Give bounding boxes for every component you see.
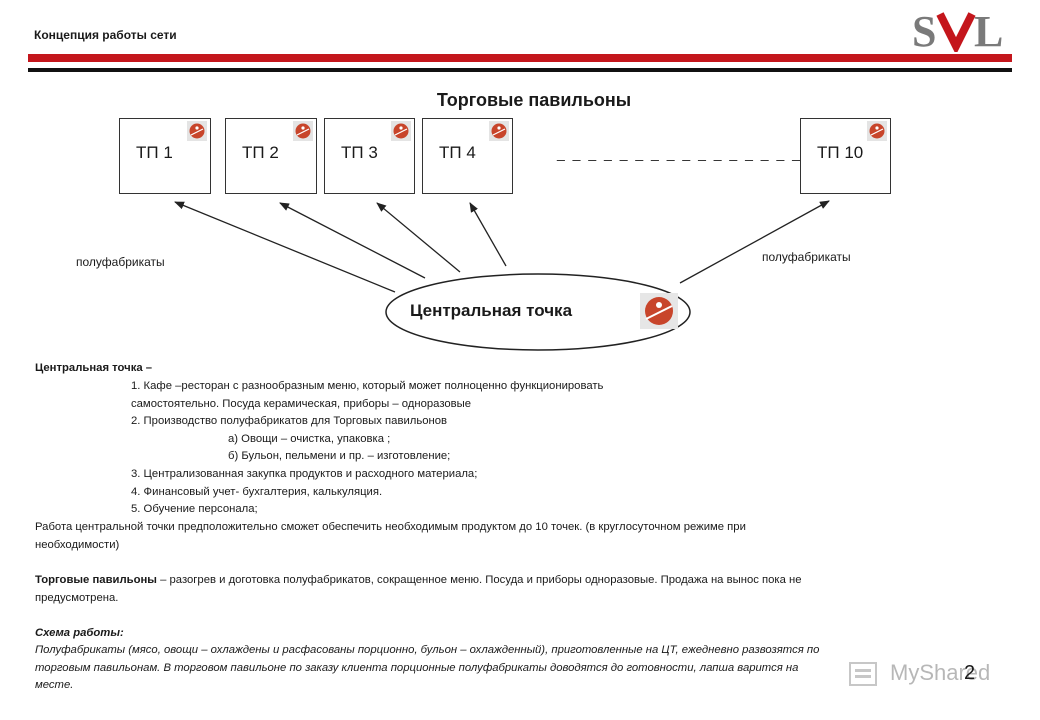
- pavilions-paragraph: Торговые павильоны – разогрев и доготовк…: [35, 572, 802, 590]
- central-point-ellipse: [385, 273, 691, 351]
- body-line: 5. Обучение персонала;: [131, 503, 258, 515]
- pavilion-label: ТП 10: [817, 143, 864, 162]
- pavilion-box-2: ТП 2: [225, 118, 317, 194]
- body-line: а) Овощи – очистка, упаковка ;: [228, 433, 391, 445]
- cafe-logo-icon: [293, 121, 313, 141]
- body-line: 1. Кафе –ресторан с разнообразным меню, …: [131, 380, 604, 392]
- arrow-to-tp4: [469, 202, 507, 267]
- body-line: 2. Производство полуфабрикатов для Торго…: [131, 415, 448, 427]
- cafe-logo-icon: [867, 121, 887, 141]
- central-point-label: Центральная точка: [410, 301, 573, 320]
- pavilion-label: ТП 1: [136, 143, 173, 162]
- scheme-text: месте.: [35, 679, 74, 691]
- page-title: Концепция работы сети: [34, 28, 177, 42]
- arrow-to-tp10: [679, 200, 830, 284]
- pavilion-box-10: ТП 10: [800, 118, 891, 194]
- body-line: 4. Финансовый учет- бухгалтерия, калькул…: [131, 486, 383, 498]
- header-divider-red: [28, 54, 1012, 62]
- pavilion-gap-marker: _ _ _ _ _ _ _ _ _ _ _ _ _ _ _ _ _ _: [557, 145, 834, 161]
- pavilions-text: предусмотрена.: [35, 592, 119, 604]
- svl-logo: S L: [912, 8, 1003, 52]
- arrow-label-left: полуфабрикаты: [76, 255, 165, 269]
- pavilion-box-4: ТП 4: [422, 118, 513, 194]
- watermark-icon: [849, 662, 877, 686]
- page-number: 2: [964, 662, 976, 684]
- pavilions-heading: Торговые павильоны: [35, 574, 157, 586]
- cafe-logo-icon: [391, 121, 411, 141]
- section-title: Торговые павильоны: [436, 90, 632, 110]
- central-heading: Центральная точка –: [35, 362, 153, 374]
- cafe-logo-icon: [187, 121, 207, 141]
- cafe-logo-icon: [640, 293, 678, 329]
- header-divider-black: [28, 68, 1012, 72]
- arrow-to-tp1: [174, 201, 396, 293]
- pavilion-label: ТП 3: [341, 143, 378, 162]
- capacity-text: необходимости): [35, 539, 120, 551]
- scheme-text: торговым павильонам. В торговом павильон…: [35, 662, 799, 674]
- arrow-to-tp3: [376, 202, 461, 273]
- pavilion-label: ТП 4: [439, 143, 476, 162]
- scheme-text: Полуфабрикаты (мясо, овощи – охлаждены и…: [35, 644, 820, 656]
- pavilion-box-1: ТП 1: [119, 118, 211, 194]
- pavilion-box-3: ТП 3: [324, 118, 415, 194]
- arrow-label-right: полуфабрикаты: [762, 250, 851, 264]
- watermark-text: MyShared: [890, 660, 991, 685]
- pavilions-text: – разогрев и доготовка полуфабрикатов, с…: [156, 574, 802, 586]
- body-line: 3. Централизованная закупка продуктов и …: [131, 468, 478, 480]
- scheme-heading: Схема работы:: [35, 627, 124, 639]
- arrow-to-tp2: [279, 202, 426, 279]
- svg-text:S: S: [912, 8, 936, 52]
- svg-text:L: L: [974, 8, 1003, 52]
- capacity-text: Работа центральной точки предположительн…: [35, 521, 746, 533]
- cafe-logo-icon: [489, 121, 509, 141]
- pavilion-label: ТП 2: [242, 143, 279, 162]
- body-line: б) Бульон, пельмени и пр. – изготовление…: [228, 450, 451, 462]
- body-line: самостоятельно. Посуда керамическая, при…: [131, 398, 472, 410]
